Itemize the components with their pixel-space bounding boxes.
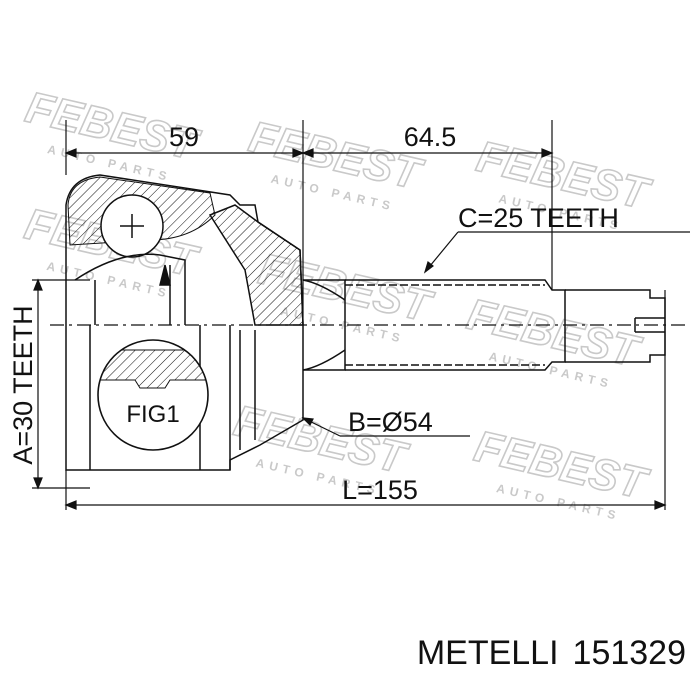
dim-total-length: L=155 [342, 475, 418, 505]
dim-diameter-b: B=Ø54 [348, 407, 433, 437]
footer-brand: METELLI [416, 634, 559, 672]
watermark-layer: FEBEST AUTO PARTS FEBEST AUTO PARTS FEBE… [20, 82, 657, 523]
figure-label: FIG1 [126, 401, 179, 428]
joint-body [65, 174, 666, 471]
dim-shaft-length: 64.5 [404, 122, 457, 152]
dim-outer-length: 59 [169, 122, 199, 152]
dim-spline-c: C=25 TEETH [458, 203, 619, 233]
dim-spline-a: A=30 TEETH [8, 305, 38, 464]
dimension-lines [32, 120, 690, 510]
footer-part-number: 151329 [572, 634, 686, 672]
footer-caption: METELLI 151329 [417, 634, 686, 673]
fig1-detail: FIG1 [97, 339, 209, 451]
